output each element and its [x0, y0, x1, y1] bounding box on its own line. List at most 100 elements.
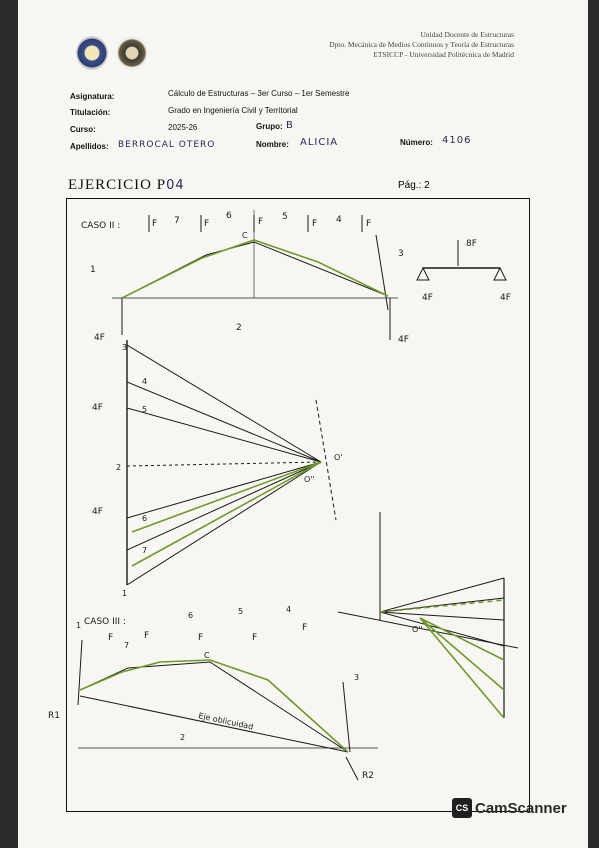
- pole-o3-label: O'': [412, 625, 423, 634]
- camscanner-logo-icon: CS: [452, 798, 472, 818]
- nombre-label: Nombre:: [256, 140, 289, 149]
- funicular-ray-6: [131, 461, 322, 533]
- c3-circle-4: 4: [286, 605, 291, 614]
- load-label-3: F: [258, 217, 263, 227]
- drawing-frame: [66, 198, 530, 812]
- poly-node-2: 2: [116, 463, 121, 472]
- funicular-ray-b5: [419, 617, 505, 661]
- circle-label-7: 7: [174, 216, 180, 226]
- titulacion-label: Titulación:: [70, 108, 111, 117]
- arch-structure-2: [121, 241, 389, 299]
- load-label-1: F: [152, 219, 157, 229]
- arch-structure-3: [79, 661, 349, 753]
- node-3-label: 3: [398, 249, 404, 259]
- c3-load-5: F: [302, 623, 307, 633]
- ray-2: [126, 461, 322, 467]
- funicular-2: [121, 239, 389, 299]
- support-line-right-3: [342, 681, 351, 753]
- apellidos-label: Apellidos:: [70, 142, 109, 151]
- circle-label-5: 5: [282, 212, 288, 222]
- funicular-ray-b6: [419, 617, 505, 691]
- camscanner-watermark: CS CamScanner: [452, 798, 567, 818]
- ray-5: [126, 407, 322, 463]
- c3-load-3: F: [198, 633, 203, 643]
- asignatura-value: Cálculo de Estructuras – 3er Curso – 1er…: [168, 89, 350, 98]
- beam-support-left: [416, 266, 430, 281]
- reaction-r2-arrow: [345, 756, 359, 781]
- poly-node-4: 4: [142, 377, 147, 386]
- beam-support-right: [493, 266, 507, 281]
- titulacion-value: Grado en Ingeniería Civil y Territorial: [168, 106, 298, 115]
- poly-node-1: 1: [122, 589, 127, 598]
- sketch-canvas: CASO II : F F F F F 7 6 5 4 C 1 2 3 4F 4…: [48, 210, 519, 781]
- pole-o1-label: O': [334, 453, 343, 462]
- institution-line-3: ETSICCP - Universidad Politécnica de Mad…: [373, 50, 514, 59]
- ray-b3: [379, 611, 505, 621]
- r2-label: R2: [362, 771, 374, 781]
- poly-node-7: 7: [142, 546, 147, 555]
- support-line-right: [375, 234, 389, 311]
- poly-node-6: 6: [142, 514, 147, 523]
- page-number: Pág.: 2: [398, 180, 430, 191]
- exercise-title: EJERCICIO P04: [68, 177, 185, 193]
- circle-label-4: 4: [336, 215, 342, 225]
- caso3-label: CASO III :: [84, 617, 126, 627]
- scanned-page: Unidad Docente de Estructuras Dpto. Mecá…: [18, 0, 588, 848]
- upm-seal-icon: [76, 36, 108, 70]
- beam-load-label: 8F: [466, 239, 477, 249]
- asignatura-label: Asignatura:: [70, 92, 115, 101]
- circle-label-6: 6: [226, 211, 232, 221]
- beam-react-left: 4F: [422, 293, 433, 303]
- c3-circle-2: 2: [180, 733, 185, 742]
- support-line-left-3: [77, 639, 83, 706]
- camscanner-name: CamScanner: [475, 799, 567, 817]
- oblique-axis-label: Eje oblicuidad: [198, 711, 255, 731]
- poly-node-3: 3: [122, 343, 127, 352]
- segment-4f-2: 4F: [92, 507, 103, 517]
- load-label-4: F: [312, 219, 317, 229]
- c-label-2: C: [242, 231, 248, 240]
- grupo-label: Grupo:: [256, 122, 283, 131]
- c3-circle-6: 6: [188, 611, 193, 620]
- funicular-ray-7: [131, 461, 322, 567]
- ray-b1: [379, 577, 505, 613]
- ray-1: [126, 461, 322, 586]
- pole-line: [315, 399, 337, 521]
- ray-6: [126, 461, 322, 519]
- c3-circle-3: 3: [354, 673, 359, 682]
- caso2-label: CASO II :: [81, 221, 120, 231]
- c3-load-2: F: [144, 631, 149, 641]
- numero-label: Número:: [400, 138, 433, 147]
- institution-line-1: Unidad Docente de Estructuras: [420, 30, 514, 39]
- node-2-label: 2: [236, 323, 242, 333]
- school-crest-icon: [116, 36, 148, 70]
- c3-load-1: F: [108, 633, 113, 643]
- funicular-dashed: [379, 599, 505, 613]
- pole-o2-label: O'': [304, 475, 315, 484]
- oblique-axis: [79, 695, 349, 753]
- load-label-2: F: [204, 219, 209, 229]
- apellidos-value: BERROCAL OTERO: [118, 140, 216, 150]
- reaction-left-label: 4F: [94, 333, 105, 343]
- poly-node-5: 5: [142, 405, 147, 414]
- numero-value: 4106: [442, 135, 472, 146]
- r1-label: R1: [48, 711, 60, 721]
- reaction-right-label: 4F: [398, 335, 409, 345]
- ray-7: [126, 461, 322, 551]
- segment-4f-1: 4F: [92, 403, 103, 413]
- university-logos: [76, 36, 148, 70]
- funicular-ray-b7: [419, 617, 505, 719]
- institution-block: Unidad Docente de Estructuras Dpto. Mecá…: [329, 30, 514, 60]
- c3-c-label: C: [204, 651, 210, 660]
- curso-label: Curso:: [70, 125, 96, 134]
- node-1-label: 1: [90, 265, 96, 275]
- ray-4: [126, 381, 322, 463]
- c3-circle-5: 5: [238, 607, 243, 616]
- c3-load-4: F: [252, 633, 257, 643]
- c3-circle-1: 1: [76, 621, 81, 630]
- c3-circle-7: 7: [124, 641, 129, 650]
- curso-value: 2025-26: [168, 123, 198, 132]
- ray-3: [126, 344, 322, 463]
- load-label-5: F: [366, 219, 371, 229]
- beam-react-right: 4F: [500, 293, 511, 303]
